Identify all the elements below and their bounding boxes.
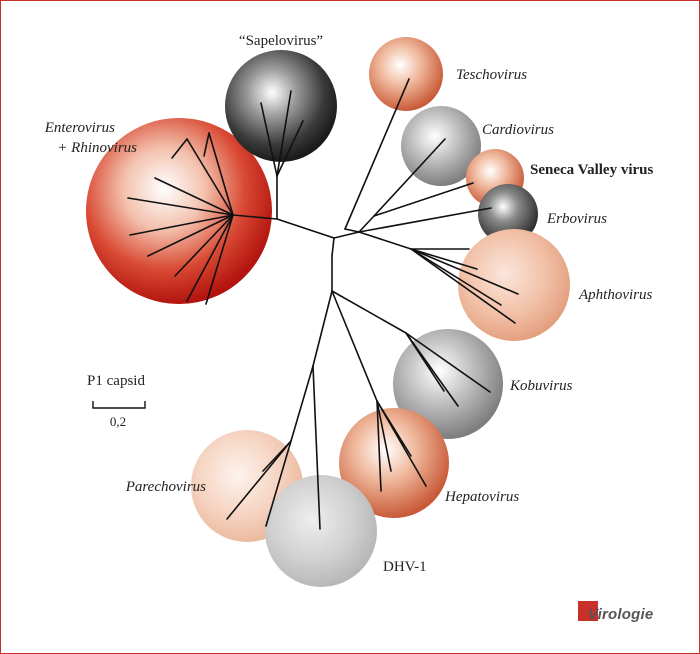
dhv-clade-circle	[265, 475, 377, 587]
label-hepatovirus: Hepatovirus	[444, 489, 519, 505]
erbovirus-clade-circle	[478, 184, 538, 244]
label-aphthovirus: Aphthovirus	[578, 287, 652, 303]
label-kobuvirus: Kobuvirus	[509, 378, 573, 394]
label-cardiovirus: Cardiovirus	[482, 122, 554, 138]
label-teschovirus: Teschovirus	[456, 67, 527, 83]
label-seneca-valley-virus: Seneca Valley virus	[530, 162, 654, 178]
label-parechovirus: Parechovirus	[125, 479, 206, 495]
label-rhinovirus: + Rhinovirus	[57, 140, 137, 156]
enterovirus-clade-circle	[86, 118, 272, 304]
label-dhv-1: DHV-1	[383, 559, 427, 575]
teschovirus-clade-circle	[369, 37, 443, 111]
aphthovirus-clade-circle	[458, 229, 570, 341]
sapelovirus-clade-circle	[225, 50, 337, 162]
tree-branches	[127, 78, 519, 530]
scale-bar	[92, 401, 146, 409]
label-sapelovirus: “Sapelovirus”	[239, 33, 323, 49]
virologie-logo-text: Virologie	[588, 606, 653, 623]
scale-bar-title: P1 capsid	[87, 373, 145, 389]
label-erbovirus: Erbovirus	[546, 211, 607, 227]
hepatovirus-clade-circle	[339, 408, 449, 518]
scale-bar-value: 0,2	[110, 414, 126, 429]
virologie-logo: Virologie	[578, 601, 653, 623]
label-enterovirus: Enterovirus	[44, 120, 115, 136]
